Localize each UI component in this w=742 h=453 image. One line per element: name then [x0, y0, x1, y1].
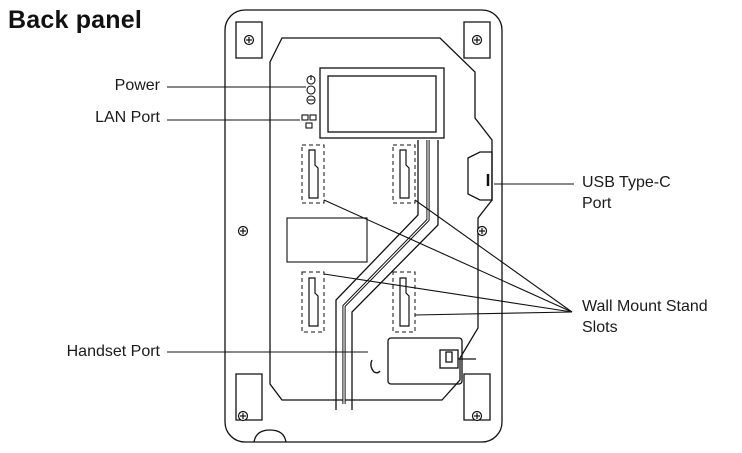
- screw-icon: [237, 410, 249, 422]
- power-label: Power: [114, 77, 160, 94]
- screw-icon: [237, 225, 249, 237]
- screw-icon: [476, 225, 488, 237]
- wall-mount-label-line2: Slots: [582, 319, 618, 336]
- wall-mount-slot-top-left: [301, 144, 325, 204]
- handset-icon: [370, 359, 381, 374]
- screw-icon: [243, 34, 255, 46]
- leader-line-wall-mount: [323, 273, 573, 313]
- label-plate: [286, 217, 368, 263]
- corner-foot-top-right: [463, 21, 491, 59]
- lan-icon: [301, 114, 317, 129]
- usb-type-c-label-line1: USB Type-C: [582, 174, 671, 191]
- screw-icon: [471, 410, 483, 422]
- bottom-notch: [253, 429, 287, 443]
- slot-hook: [399, 277, 410, 327]
- corner-foot-top-left: [235, 21, 263, 59]
- cable-channel-edge: [335, 140, 419, 410]
- slot-hook: [399, 149, 410, 199]
- usb-type-c-label-line2: Port: [582, 195, 612, 212]
- leader-line-wall-mount: [323, 199, 573, 313]
- handset-port: [387, 337, 463, 385]
- port-compartment: [319, 67, 445, 139]
- corner-foot-bottom-right: [463, 373, 491, 421]
- slot-hook: [308, 277, 319, 327]
- wall-mount-slot-bottom-right: [392, 271, 416, 333]
- usb-type-c-label: USB Type-C Port: [582, 172, 671, 214]
- phone-outer-body: [224, 9, 503, 443]
- wall-mount-slot-top-right: [392, 144, 416, 204]
- handset-port-jack: [439, 349, 459, 369]
- lan-port-label: LAN Port: [95, 109, 160, 126]
- slot-hook: [308, 149, 319, 199]
- leader-line-wall-mount: [414, 311, 573, 316]
- page-title: Back panel: [8, 6, 143, 34]
- wall-mount-label-line1: Wall Mount Stand: [582, 298, 708, 315]
- screw-icon: [471, 34, 483, 46]
- handset-port-label: Handset Port: [66, 343, 160, 360]
- port-compartment-inner: [327, 75, 437, 133]
- inner-panel: [269, 37, 493, 401]
- wall-mount-label: Wall Mount Stand Slots: [582, 296, 708, 338]
- wall-mount-slot-bottom-left: [301, 271, 325, 333]
- usb-type-c-port: [467, 151, 493, 201]
- corner-foot-bottom-left: [235, 373, 263, 421]
- cable-channel-edge: [351, 140, 439, 410]
- power-icon: [306, 75, 316, 105]
- leader-line-wall-mount: [414, 199, 573, 313]
